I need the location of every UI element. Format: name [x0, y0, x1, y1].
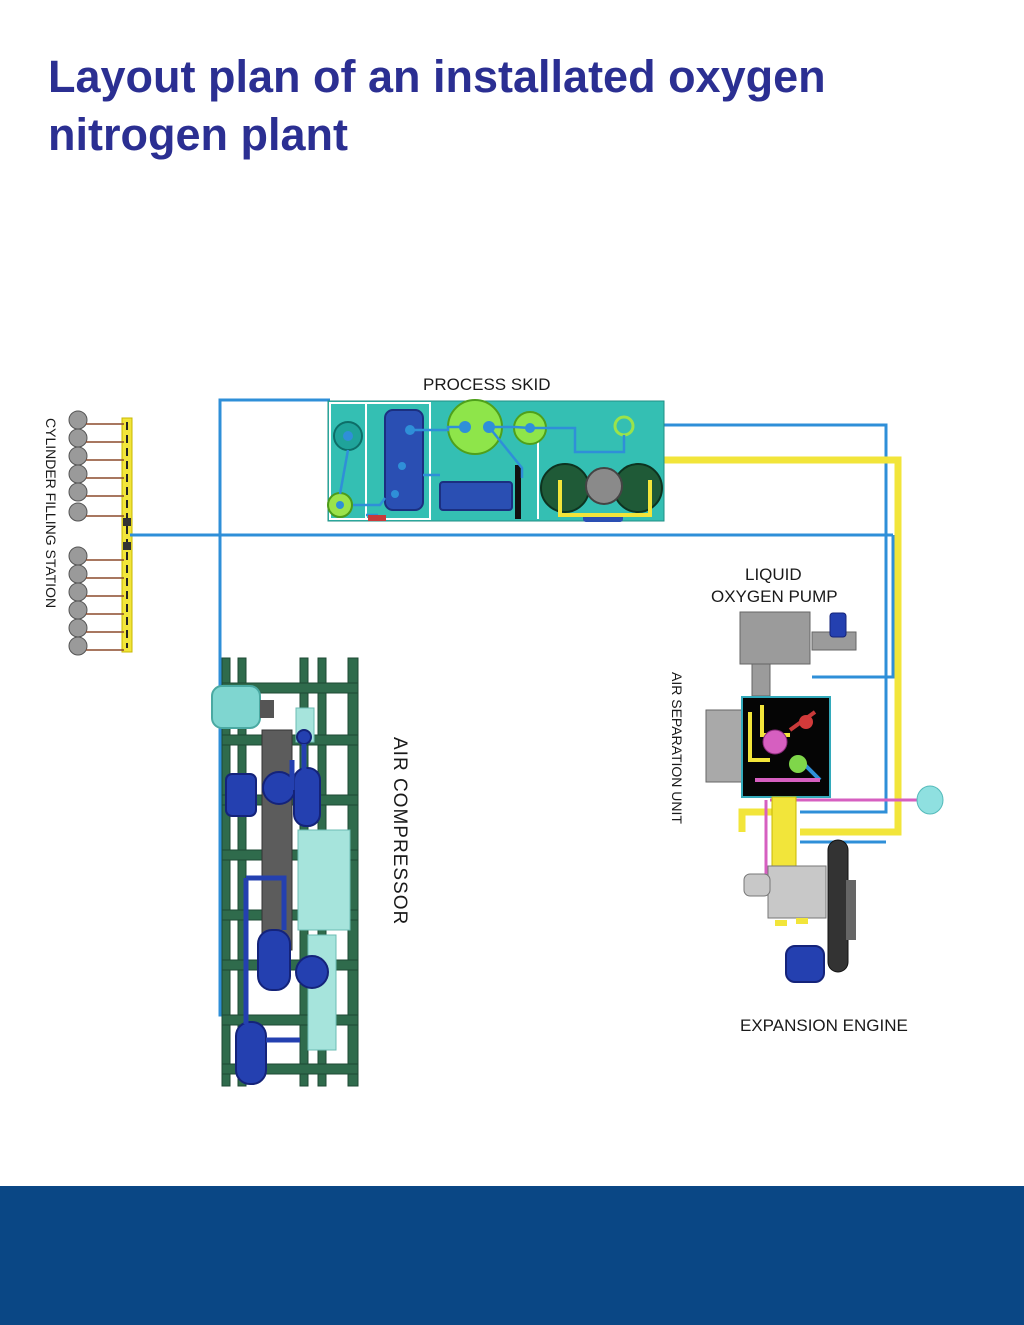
plant-layout-diagram: CYLINDER FILLING STATION: [43, 375, 944, 1087]
air-separation-unit: AIR SEPARATION UNIT: [669, 672, 831, 868]
engine-fitting: [796, 918, 808, 924]
gas-cylinder: [68, 582, 88, 602]
asu-column-magenta: [762, 729, 788, 755]
expansion-engine: EXPANSION ENGINE: [740, 839, 908, 1035]
asu-side-panel: [705, 709, 745, 783]
asu-yellow-riser: [771, 796, 797, 868]
skid-outlet-fitting: [368, 515, 386, 521]
gas-cylinder: [68, 636, 88, 656]
horizontal-tank: [439, 481, 513, 511]
lox-pump-body: [739, 611, 811, 665]
filling-valve: [123, 518, 131, 526]
stage-4-cylinder: [295, 955, 329, 989]
gas-cylinder: [68, 410, 88, 430]
process-blue-pipe: [660, 423, 888, 814]
gas-cylinder: [68, 618, 88, 638]
cylinder-group-upper: [68, 410, 124, 522]
receiver-housing: [307, 934, 337, 1051]
gas-cylinder: [68, 428, 88, 448]
gas-cylinder: [68, 482, 88, 502]
air-compressor-label: AIR COMPRESSOR: [389, 737, 410, 925]
gas-cylinder: [68, 564, 88, 584]
molecular-sieve-left: [540, 463, 590, 513]
engine-flywheel: [827, 839, 849, 973]
page-title: Layout plan of an installated oxygen nit…: [48, 51, 826, 160]
liquid-oxygen-pump: LIQUID OXYGEN PUMP: [711, 565, 857, 697]
cylinder-filling-station: CYLINDER FILLING STATION: [43, 410, 133, 656]
engine-crankcase: [767, 865, 827, 919]
liquid-oxygen-pump-label-line2: OXYGEN PUMP: [711, 587, 838, 606]
engine-base: [846, 880, 856, 940]
grey-vessel: [585, 467, 623, 505]
process-skid-label: PROCESS SKID: [423, 375, 551, 394]
engine-motor: [785, 945, 825, 983]
lox-pump-neck: [751, 663, 771, 697]
skid-divider: [515, 465, 521, 519]
engine-cylinder: [743, 873, 771, 897]
process-skid: PROCESS SKID: [327, 375, 665, 522]
purifier-vessel: [384, 409, 424, 511]
crankcase: [261, 729, 293, 951]
filling-valve: [123, 542, 131, 550]
asu-column-green: [789, 755, 807, 773]
footer-bar: [0, 1186, 1024, 1325]
expansion-engine-label: EXPANSION ENGINE: [740, 1016, 908, 1035]
lox-pump-motor: [829, 612, 847, 638]
top-valve: [296, 729, 312, 745]
cylinder-group-lower: [68, 546, 124, 656]
air-separation-unit-label: AIR SEPARATION UNIT: [669, 672, 685, 824]
separator-vessel: [257, 929, 291, 991]
stage-1-cylinder: [225, 773, 257, 817]
compressor-coupling: [260, 700, 274, 718]
liquid-oxygen-pump-label-line1: LIQUID: [745, 565, 802, 584]
air-receiver: [235, 1021, 267, 1085]
gas-cylinder: [68, 546, 88, 566]
purge-valve: [916, 785, 944, 815]
gas-cylinder: [68, 446, 88, 466]
cylinder-filling-station-label: CYLINDER FILLING STATION: [43, 418, 59, 608]
product-return-pipe: [812, 535, 895, 679]
compressor-motor: [211, 685, 261, 729]
air-compressor: AIR COMPRESSOR: [211, 657, 410, 1087]
intercooler-housing: [297, 829, 351, 931]
gas-cylinder: [68, 600, 88, 620]
asu-valve-red: [799, 715, 813, 729]
gas-cylinder: [68, 464, 88, 484]
gas-cylinder: [68, 502, 88, 522]
stage-3-vessel: [293, 767, 321, 827]
engine-fitting: [775, 920, 787, 926]
